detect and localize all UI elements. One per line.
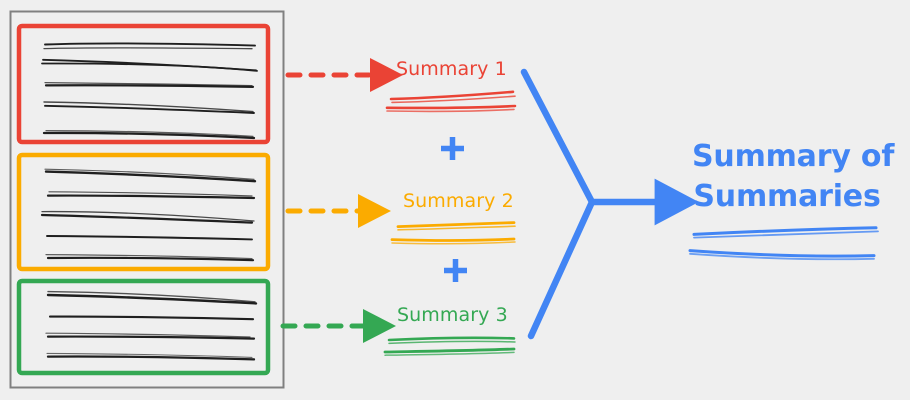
summary-3-lines [383, 336, 516, 356]
plus-2-icon [444, 259, 467, 282]
plus-1-icon [441, 137, 464, 160]
chunk-2-text-lines [40, 168, 257, 262]
final-summary-title-line-1: Summary of [692, 139, 895, 174]
chunk-3-box[interactable] [16, 278, 271, 376]
source-document-frame [9, 10, 285, 389]
merge-connector [520, 68, 596, 340]
summary-1-lines [385, 90, 517, 113]
chunk-2-box[interactable] [16, 152, 271, 272]
summary-1-label: Summary 1 [396, 58, 507, 80]
chunk-1-text-lines [41, 42, 258, 140]
final-summary-lines [688, 226, 879, 261]
summary-2-lines [390, 221, 516, 245]
summary-2-label: Summary 2 [403, 190, 514, 212]
chunk-3-text-lines [45, 290, 258, 361]
summary-3-label: Summary 3 [397, 304, 508, 326]
final-summary-title-line-2: Summaries [693, 179, 881, 214]
chunk-1-box[interactable] [16, 23, 271, 145]
